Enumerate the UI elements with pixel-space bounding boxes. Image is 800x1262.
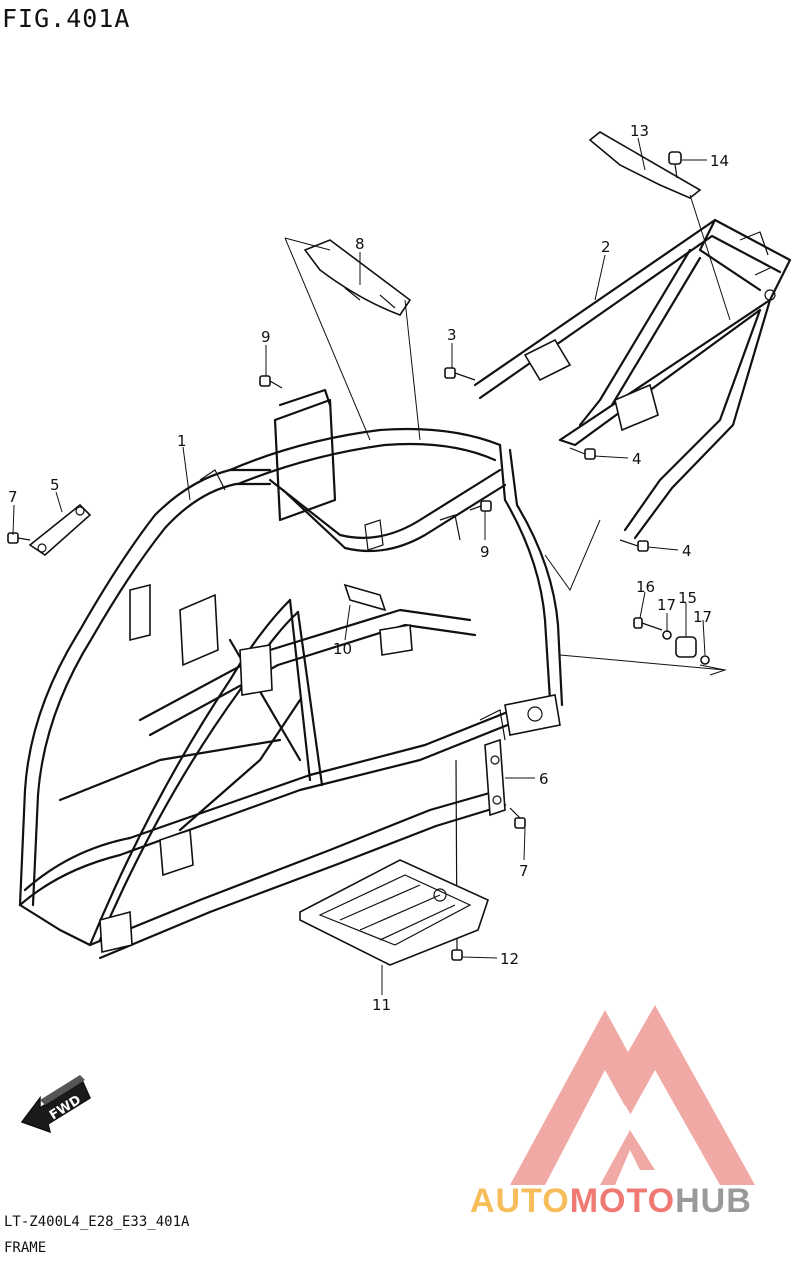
- bolt-7-right: [509, 807, 526, 829]
- callout-12: 12: [500, 950, 519, 968]
- callout-9-upper: 9: [261, 328, 271, 346]
- washer-17-left: [662, 630, 672, 640]
- callout-17-right: 17: [693, 608, 712, 626]
- bolt-4-upper: [569, 447, 596, 460]
- bolt-4-lower: [619, 539, 649, 552]
- figure-caption: FRAME: [4, 1240, 47, 1256]
- washer-17-right: [700, 655, 710, 665]
- rear-subframe: [473, 218, 792, 540]
- bolt-9-upper: [259, 375, 283, 389]
- bolt-3: [444, 367, 476, 381]
- callout-3: 3: [447, 326, 457, 344]
- bracket-6: [484, 738, 506, 817]
- callout-2: 2: [601, 238, 611, 256]
- callout-4-upper: 4: [632, 450, 642, 468]
- watermark-text-auto: AUTO: [470, 1182, 570, 1220]
- brace-8: [303, 239, 412, 316]
- callout-13: 13: [630, 122, 649, 140]
- callout-11: 11: [372, 996, 391, 1014]
- bolt-16: [633, 617, 663, 631]
- callout-7-left: 7: [8, 488, 18, 506]
- watermark-text-moto: MOTO: [570, 1182, 675, 1220]
- skid-plate-11: [299, 859, 489, 966]
- bolt-7-left: [7, 532, 31, 544]
- watermark-logo: AUTOMOTOHUB: [470, 1005, 755, 1220]
- callout-5: 5: [50, 476, 60, 494]
- callout-8: 8: [355, 235, 365, 253]
- callout-10: 10: [333, 640, 352, 658]
- callout-16: 16: [636, 578, 655, 596]
- svg-text:AUTOMOTOHUB: AUTOMOTOHUB: [470, 1182, 752, 1220]
- callout-9-lower: 9: [480, 543, 490, 561]
- collar-15: [675, 636, 697, 658]
- fwd-arrow-icon: FWD: [20, 1075, 91, 1134]
- callout-7-right: 7: [519, 862, 529, 880]
- bushing-10: [343, 583, 387, 612]
- bracket-13: [588, 131, 702, 199]
- bolt-14: [668, 151, 682, 179]
- main-frame: [18, 388, 564, 960]
- bracket-5: [28, 503, 92, 557]
- watermark-text-hub: HUB: [675, 1182, 752, 1220]
- figure-title: FIG.401A: [2, 4, 131, 33]
- bolt-9-lower: [469, 500, 492, 512]
- callout-17-left: 17: [657, 596, 676, 614]
- callout-14: 14: [710, 152, 729, 170]
- callout-1: 1: [177, 432, 187, 450]
- callout-4-lower: 4: [682, 542, 692, 560]
- callout-15: 15: [678, 589, 697, 607]
- model-code: LT-Z400L4_E28_E33_401A: [4, 1214, 190, 1230]
- callout-6: 6: [539, 770, 549, 788]
